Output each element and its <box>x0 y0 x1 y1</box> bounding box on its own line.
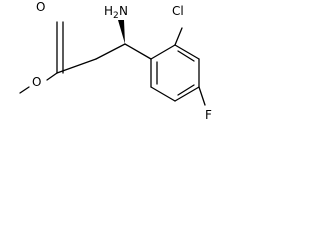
ring-bond-4 <box>174 86 200 102</box>
atom-label-ester-oxygen: O <box>32 75 41 89</box>
ring-bond-5 <box>150 86 176 102</box>
atom-label-chlorine: Cl <box>172 4 184 18</box>
atom-label-carbonyl-oxygen: O <box>36 0 45 14</box>
bond-ester-oxygen-carbonyl <box>46 72 58 81</box>
ring-bond-2 <box>174 44 200 60</box>
atom-label-fluorine: F <box>205 108 212 122</box>
ring-inner-double-2 <box>177 84 195 96</box>
bond-carbonyl-ch2 <box>56 58 97 74</box>
atom-label-amine-subscript: 2 <box>113 11 119 21</box>
chemical-structure-diagram: O O H 2 N Cl F <box>19 0 212 122</box>
bond-ring-chlorine <box>174 27 183 46</box>
bond-ring-fluorine <box>198 86 206 106</box>
ring-bond-1 <box>150 44 176 60</box>
wedge-bond-amine <box>118 20 125 44</box>
atom-label-amine-nitrogen: N <box>119 4 128 18</box>
ring-inner-double-1 <box>177 50 195 62</box>
atom-label-amine-hydrogen: H <box>104 4 113 18</box>
bond-stereocenter-ring <box>124 43 152 60</box>
bond-methyl-ester-oxygen <box>19 86 30 94</box>
bond-ch2-stereocenter <box>95 43 126 60</box>
structure-canvas: O O H 2 N Cl F <box>0 0 257 136</box>
